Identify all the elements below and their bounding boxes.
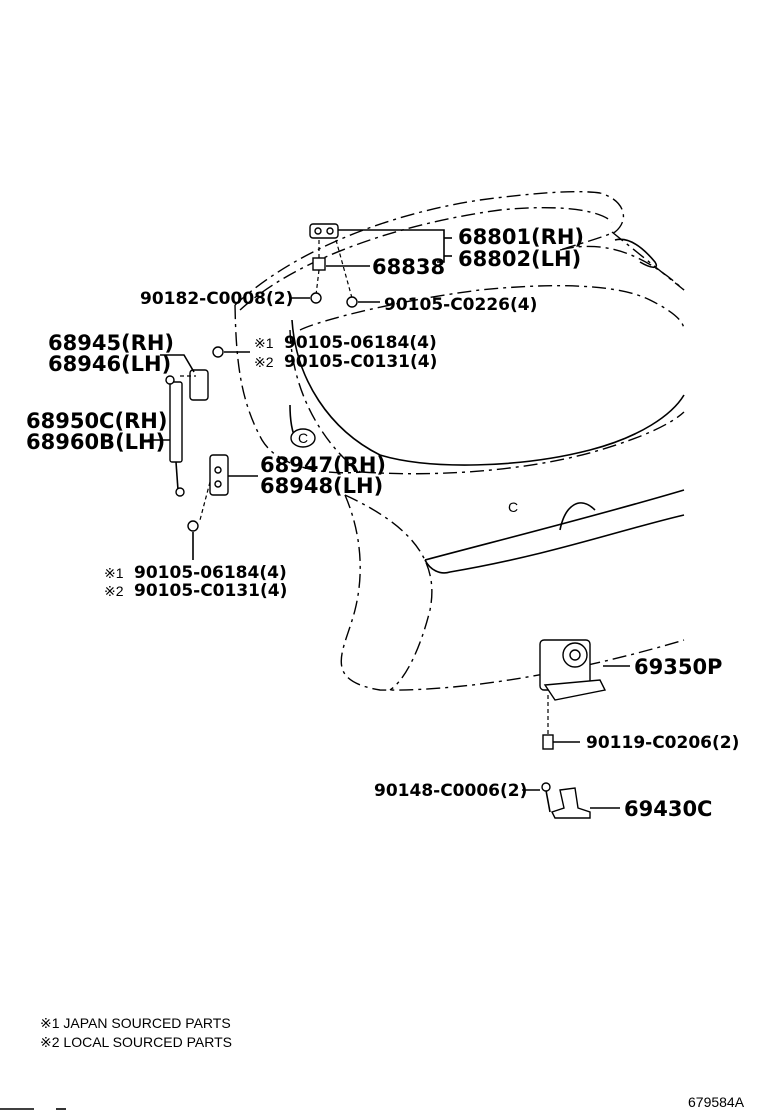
label-68945-rh: 68945(RH) [48,331,174,355]
label-68947-rh: 68947(RH) [260,453,386,477]
mark-local-lower: ※2 [104,583,124,599]
label-90105-06184-lower: 90105-06184(4) [134,563,287,583]
label-90105-06184-upper: 90105-06184(4) [284,333,437,353]
label-69430c: 69430C [624,797,712,821]
label-68948-lh: 68948(LH) [260,474,383,498]
label-68946-lh: 68946(LH) [48,352,171,376]
label-90105-c0226: 90105-C0226(4) [384,295,537,315]
back-door-outline [234,190,685,691]
drawing-number: 679584A [688,1094,745,1110]
label-68802-lh: 68802(LH) [458,247,581,271]
label-68801-rh: 68801(RH) [458,225,584,249]
lower-bracket [187,454,229,532]
label-90148-c0006: 90148-C0006(2) [374,781,527,801]
label-90119-c0206: 90119-C0206(2) [586,733,739,753]
striker [541,782,591,819]
footnote-local-sourced: ※2 LOCAL SOURCED PARTS [40,1034,232,1050]
footnote-japan-sourced: ※1 JAPAN SOURCED PARTS [40,1015,231,1031]
label-68838: 68838 [372,255,445,279]
label-68960b-lh: 68960B(LH) [26,430,165,454]
label-90105-c0131-lower: 90105-C0131(4) [134,581,287,601]
leader-lines [148,229,630,809]
label-68950c-rh: 68950C(RH) [26,409,167,433]
label-69350p: 69350P [634,655,722,679]
glass-mark: C [508,499,518,515]
label-90182-c0008: 90182-C0008(2) [140,289,293,309]
glass-mark-small: C [298,430,308,446]
mark-japan-upper: ※1 [254,335,274,351]
lock-assembly [539,639,607,750]
label-90105-c0131-upper: 90105-C0131(4) [284,352,437,372]
mark-japan-lower: ※1 [104,565,124,581]
glass-marker: C C [290,428,518,515]
gas-stay [165,346,224,497]
mark-local-upper: ※2 [254,354,274,370]
hinge-assembly [309,223,358,308]
